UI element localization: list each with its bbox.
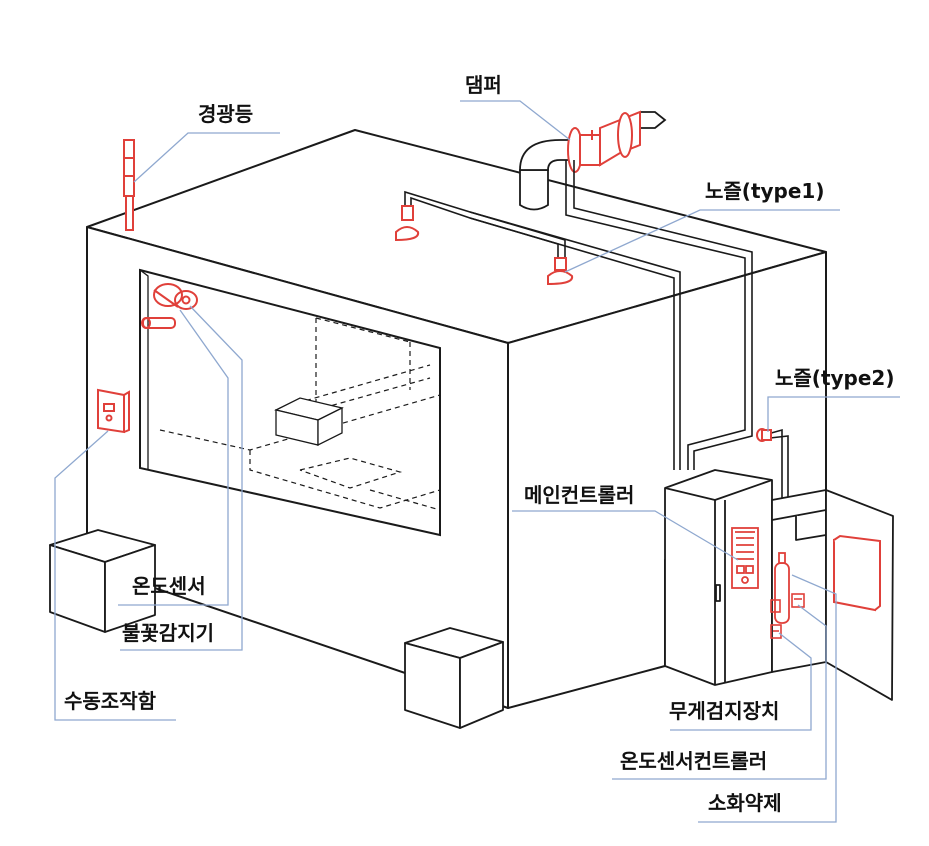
leader-nozzle-type2: [767, 396, 900, 432]
nozzle-piping: [404, 160, 789, 500]
manual-control-block: [49, 529, 156, 633]
leader-flame-detector: [120, 305, 243, 651]
label-temperature-sensor: 온도센서: [132, 574, 206, 598]
temperature-sensor-icon: [153, 283, 198, 310]
leader-main-controller: [512, 510, 739, 561]
flame-detector-icon: [141, 317, 176, 329]
nozzle-type1-b-icon: [547, 257, 574, 286]
leader-temp-sensor-controller: [612, 604, 827, 780]
leader-warning-light: [133, 132, 280, 183]
label-extinguishing-agent: 소화약제: [708, 791, 782, 815]
label-damper: 댐퍼: [465, 73, 502, 97]
label-main-controller: 메인컨트롤러: [524, 483, 635, 507]
leader-damper: [460, 100, 571, 141]
damper-icon: [567, 110, 641, 173]
label-nozzle-type1: 노즐(type1): [705, 179, 825, 203]
label-nozzle-type2: 노즐(type2): [775, 366, 895, 390]
leader-weight-detector: [670, 632, 812, 731]
main-controller-cabinet: [664, 469, 773, 686]
label-flame-detector: 불꽃감지기: [122, 621, 214, 645]
manual-control-box-icon: [97, 388, 130, 434]
leader-temperature-sensor: [118, 309, 229, 606]
enclosure-window: [139, 268, 441, 537]
label-warning-light: 경광등: [198, 102, 254, 126]
main-controller-panel-icon: [731, 527, 759, 589]
label-manual-control-box: 수동조작함: [64, 689, 156, 713]
temp-sensor-controller-icon: [770, 593, 805, 613]
nozzle-type2-icon: [756, 428, 772, 442]
leader-lines: [54, 100, 900, 823]
base-block: [404, 627, 504, 729]
leader-manual-control-box: [54, 430, 176, 721]
nozzle-type1-a-icon: [395, 205, 420, 242]
extinguisher-door-box-icon: [833, 534, 881, 612]
label-weight-detector: 무게검지장치: [669, 699, 780, 723]
extinguishing-agent-cylinder-icon: [774, 552, 790, 624]
weight-detector-icon: [770, 624, 782, 639]
leader-nozzle-type1: [564, 209, 840, 273]
label-temp-sensor-controller: 온도센서컨트롤러: [620, 749, 768, 773]
warning-light-icon: [123, 139, 135, 231]
leader-extinguishing-agent: [698, 574, 837, 823]
